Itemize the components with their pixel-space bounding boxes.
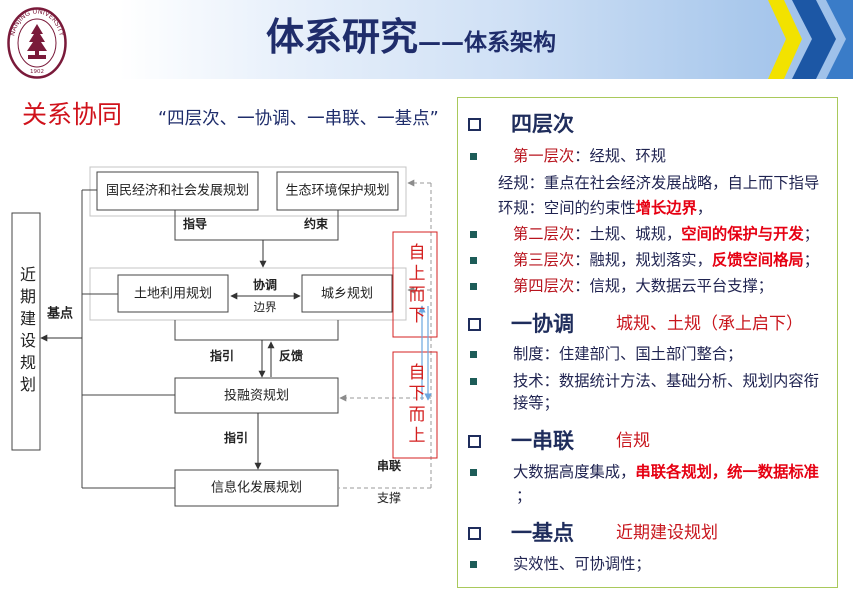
eco-plan-label: 生态环境保护规划	[285, 184, 389, 199]
seal-trunk	[35, 51, 39, 55]
feedback-label: 反馈	[279, 348, 303, 363]
level2-emph: 空间的保护与开发	[681, 225, 804, 243]
investment-plan-label: 投融资规划	[224, 388, 289, 404]
checkbox-bullet-icon	[468, 318, 481, 331]
square-bullet-icon	[470, 152, 477, 160]
base-point-label: 基点	[46, 306, 73, 322]
eco-plan-box	[276, 171, 399, 211]
base-subtitle: 近期建设规划	[616, 523, 718, 543]
checkbox-bullet-icon	[468, 118, 481, 131]
base-title: 一基点	[511, 521, 574, 545]
square-bullet-icon	[470, 282, 477, 290]
level1-label: 第一层次	[513, 147, 575, 165]
coordination-technique-item-cont: 接等；	[513, 394, 559, 412]
guide-label: 指导	[183, 216, 207, 231]
base-item: 实效性、可协调性；	[513, 555, 651, 573]
env-note-tail: ，	[696, 199, 713, 217]
square-bullet-icon	[470, 560, 477, 568]
slide-title-sub: ——体系架构	[418, 30, 557, 56]
square-bullet-icon	[470, 377, 477, 385]
investment-plan-box	[174, 377, 339, 414]
support-label: 支撑	[377, 490, 401, 505]
bottom-up-label: 自下而上	[404, 363, 425, 447]
env-note-emph: 增长边界	[635, 199, 697, 217]
info-plan-label: 信息化发展规划	[211, 480, 302, 496]
four-levels-title: 四层次	[511, 112, 574, 136]
section-slogan: “四层次、一协调、一串联、一基点”	[158, 109, 439, 129]
seal-pine-icon	[27, 24, 47, 51]
series-emph: 串联各规划，统一数据标准	[635, 463, 819, 481]
level3-emph: 反馈空间格局	[711, 251, 804, 269]
level4-text: ：信规，大数据云平台支撑；	[574, 277, 774, 295]
link-label: 串联	[377, 458, 401, 473]
national-plan-label: 国民经济和社会发展规划	[106, 183, 249, 199]
level3-text: ：融规，规划落实，	[574, 251, 712, 269]
level4-label: 第四层次	[513, 277, 575, 295]
level2-label: 第二层次	[513, 225, 575, 243]
square-bullet-icon	[470, 350, 477, 358]
university-seal-icon: NANJING UNIVERSITY 1902	[7, 7, 67, 79]
seal-year: 1902	[30, 69, 44, 75]
row1-bracket	[174, 210, 339, 241]
direct-down-label: 指引	[210, 348, 234, 363]
summary-panel: 四层次 第一层次：经规、环规 经规：重点在社会经济发展战略，自上而下指导 环规：…	[457, 97, 838, 588]
row2-bracket	[174, 320, 339, 341]
level2-text: ：土规、城规，	[574, 225, 682, 243]
top-down-text: 自上而下	[393, 232, 437, 337]
level3-item: 第三层次：融规，规划落实，反馈空间格局；	[513, 250, 819, 270]
series-tail: ；	[516, 487, 532, 505]
series-subtitle: 信规	[616, 431, 650, 451]
near-term-plan-text: 近期建设规划	[12, 213, 40, 450]
row1-frame	[89, 166, 407, 217]
bottom-up-text: 自下而上	[393, 352, 437, 458]
level2-tail: ；	[803, 225, 819, 243]
slide-title-main: 体系研究	[266, 15, 419, 59]
header-decoration	[768, 0, 853, 79]
urban-rural-plan-label: 城乡规划	[321, 287, 373, 302]
row2-frame	[89, 267, 407, 321]
top-down-label: 自上而下	[404, 242, 425, 327]
info-plan-box	[174, 469, 339, 507]
env-note: 环规：空间的约束性增长边界，	[498, 198, 712, 218]
urban-rural-plan-box	[301, 274, 393, 313]
chevron-yellow-icon	[768, 0, 802, 79]
level1-text: ：经规、环规	[574, 147, 666, 165]
series-item: 大数据高度集成，串联各规划，统一数据标准	[513, 462, 819, 482]
square-bullet-icon	[470, 230, 477, 238]
land-plan-label: 土地利用规划	[134, 287, 212, 302]
square-bullet-icon	[470, 468, 477, 476]
level3-tail: ；	[803, 251, 819, 269]
checkbox-bullet-icon	[468, 527, 481, 540]
direct-info-label: 指引	[224, 430, 248, 445]
coordination-subtitle: 城规、土规（承上启下）	[616, 314, 803, 334]
seal-base	[28, 55, 46, 59]
env-note-text: 环规：空间的约束性	[498, 199, 636, 217]
level1-item: 第一层次：经规、环规	[513, 146, 666, 166]
coordination-title: 一协调	[511, 312, 574, 336]
header-band	[0, 0, 853, 79]
national-plan-box	[96, 171, 259, 211]
level3-label: 第三层次	[513, 251, 575, 269]
boundary-label: 边界	[254, 300, 277, 314]
slide-title: 体系研究 ——体系架构	[266, 14, 556, 66]
chevron-blue-edge-icon	[826, 0, 853, 79]
constrain-label: 约束	[304, 216, 329, 231]
series-text: 大数据高度集成，	[513, 463, 636, 481]
chevron-blue-icon	[792, 0, 836, 79]
checkbox-bullet-icon	[468, 435, 481, 448]
near-term-plan-label: 近期建设规划	[17, 265, 36, 398]
coordinate-label: 协调	[253, 277, 277, 292]
level4-item: 第四层次：信规，大数据云平台支撑；	[513, 276, 773, 296]
square-bullet-icon	[470, 256, 477, 264]
coordination-system-item: 制度：住建部门、国土部门整合；	[513, 345, 743, 363]
series-title: 一串联	[511, 429, 574, 453]
coordination-technique-item: 技术：数据统计方法、基础分析、规划内容衔	[513, 372, 819, 390]
level2-item: 第二层次：土规、城规，空间的保护与开发；	[513, 224, 819, 244]
econ-note: 经规：重点在社会经济发展战略，自上而下指导	[498, 174, 820, 192]
land-plan-box	[117, 274, 229, 313]
section-heading: 关系协同	[22, 100, 123, 129]
